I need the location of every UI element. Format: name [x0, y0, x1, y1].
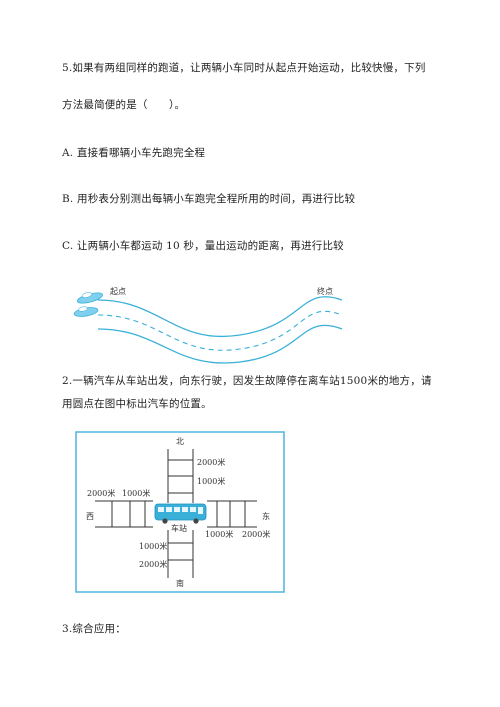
- end-label: 终点: [317, 286, 333, 296]
- west-far-label: 2000米: [87, 488, 115, 498]
- q5-option-c: C. 让两辆小车都运动 10 秒，量出运动的距离，再进行比较: [62, 240, 344, 252]
- west-near-label: 1000米: [122, 488, 150, 498]
- q3-title: 3.综合应用：: [62, 623, 126, 635]
- q2-stem-line1: 2.一辆汽车从车站出发，向东行驶，因发生故障停在离车站1500米的地方，请: [62, 375, 432, 387]
- east-near-label: 1000米: [205, 529, 233, 539]
- toy-car-icon-1: [77, 292, 103, 304]
- south-near-label: 1000米: [139, 541, 167, 551]
- q5-option-a: A. 直接看哪辆小车先跑完全程: [62, 147, 206, 159]
- q5-stem-line2: 方法最简便的是（ ）。: [62, 99, 186, 111]
- north-far-label: 2000米: [197, 457, 225, 467]
- east-label: 东: [262, 511, 270, 521]
- toy-car-icon-2: [73, 306, 99, 317]
- north-near-label: 1000米: [197, 476, 225, 486]
- q2-stem-line2: 用圆点在图中标出汽车的位置。: [62, 398, 212, 410]
- east-far-label: 2000米: [242, 529, 270, 539]
- q5-stem-line1: 5.如果有两组同样的跑道，让两辆小车同时从起点开始运动，比较快慢，下列: [62, 62, 426, 74]
- q5-option-b: B. 用秒表分别测出每辆小车跑完全程所用的时间，再进行比较: [62, 193, 356, 205]
- west-label: 西: [86, 512, 94, 521]
- bus-icon: [154, 503, 207, 524]
- north-label: 北: [176, 437, 184, 446]
- south-label: 南: [176, 578, 184, 588]
- south-far-label: 2000米: [139, 559, 167, 569]
- station-label: 车站: [171, 523, 187, 533]
- start-label: 起点: [110, 287, 126, 296]
